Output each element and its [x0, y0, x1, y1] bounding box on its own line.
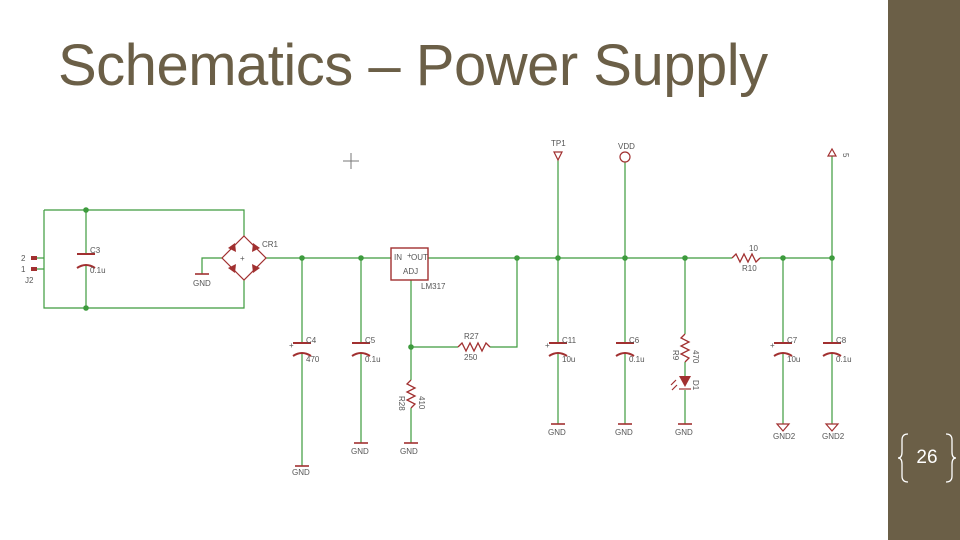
wires: [36, 156, 833, 466]
resistor-r27-value: 250: [464, 353, 478, 362]
capacitor-c4-ref: C4: [306, 336, 317, 345]
svg-text:+: +: [770, 341, 775, 350]
capacitor-c8: C8 0.1u: [822, 336, 852, 364]
svg-text:+: +: [240, 254, 245, 263]
regulator-ref-label: LM317: [421, 282, 446, 291]
resistor-r10-ref: R10: [742, 264, 757, 273]
capacitor-c3-value: 0.1u: [90, 266, 106, 275]
capacitor-c7: + C7 10u: [770, 336, 800, 364]
ground-label: GND: [351, 447, 369, 456]
ground-label: GND: [292, 468, 310, 477]
capacitor-c11-value: 10u: [562, 355, 575, 364]
ground-label: GND: [615, 428, 633, 437]
supply-5v: 5: [826, 147, 850, 158]
page-number-badge: 26: [898, 432, 956, 484]
resistor-r27-ref: R27: [464, 332, 479, 341]
capacitor-c8-ref: C8: [836, 336, 847, 345]
regulator-pin-adj: ADJ: [403, 267, 418, 276]
connector-pin2-label: 2: [21, 254, 26, 263]
capacitor-c5-value: 0.1u: [365, 355, 381, 364]
junction-dots: [83, 207, 835, 350]
capacitor-c4: + C4 470: [289, 336, 320, 364]
ground-label: GND: [193, 279, 211, 288]
ground-c11: GND: [548, 423, 566, 437]
connector-ref-label: J2: [25, 276, 34, 285]
resistor-r28-value: 410: [417, 396, 426, 410]
led-d1: D1: [670, 376, 700, 391]
connector-pin1-label: 1: [21, 265, 26, 274]
ground-c6: GND: [615, 423, 633, 437]
ground2-label: GND2: [822, 432, 845, 441]
ground2-c7: GND2: [773, 423, 796, 441]
resistor-r9-ref: R9: [671, 350, 680, 361]
capacitor-c4-value: 470: [306, 355, 320, 364]
crosshair-icon: [343, 153, 359, 169]
resistor-r28: R28 410: [397, 379, 426, 411]
regulator-pin-in: IN: [394, 253, 402, 262]
slide-title: Schematics – Power Supply: [58, 33, 768, 98]
capacitor-c6-ref: C6: [629, 336, 640, 345]
test-point-tp1: TP1: [551, 139, 566, 162]
capacitor-c6-value: 0.1u: [629, 355, 645, 364]
capacitor-c6: C6 0.1u: [615, 336, 645, 364]
power-supply-schematic: 2 1 J2 C3 0.1u + C4 470 C5 0.1u + C11 10…: [21, 139, 852, 477]
svg-text:+: +: [545, 341, 550, 350]
capacitor-c5-ref: C5: [365, 336, 376, 345]
led-ref-label: D1: [691, 380, 700, 391]
capacitor-c8-value: 0.1u: [836, 355, 852, 364]
capacitor-c11: + C11 10u: [545, 336, 577, 364]
sidebar-band: [888, 0, 960, 540]
resistor-r10-value: 10: [749, 244, 758, 253]
capacitor-c3: C3 0.1u: [76, 246, 106, 275]
bracket-icon: [898, 433, 956, 483]
regulator-lm317: IN OUT ADJ + LM317: [390, 247, 446, 291]
resistor-r28-ref: R28: [397, 396, 406, 411]
capacitor-c7-value: 10u: [787, 355, 800, 364]
supply-5v-label: 5: [841, 153, 850, 158]
ground-c4: GND: [292, 465, 310, 477]
regulator-pin-out: OUT: [411, 253, 428, 262]
ground-bridge: GND: [193, 273, 211, 288]
supply-vdd-label: VDD: [618, 142, 635, 151]
capacitor-c11-ref: C11: [562, 336, 577, 345]
bridge-ref-label: CR1: [262, 240, 279, 249]
ground-d1: GND: [675, 423, 693, 437]
ground2-label: GND2: [773, 432, 796, 441]
resistor-r27: R27 250: [457, 332, 491, 362]
capacitor-c7-ref: C7: [787, 336, 798, 345]
page-number: 26: [916, 447, 938, 468]
svg-text:+: +: [289, 341, 294, 350]
resistor-r9-value: 470: [691, 350, 700, 364]
connector-j2: 2 1 J2: [21, 254, 37, 285]
test-point-label: TP1: [551, 139, 566, 148]
ground-c5: GND: [351, 442, 369, 456]
resistor-r9: R9 470: [671, 333, 700, 364]
ground-label: GND: [675, 428, 693, 437]
svg-text:+: +: [407, 251, 412, 260]
capacitor-c3-ref: C3: [90, 246, 101, 255]
ground-r28: GND: [400, 442, 418, 456]
supply-vdd: VDD: [618, 142, 635, 163]
ground-label: GND: [548, 428, 566, 437]
ground-label: GND: [400, 447, 418, 456]
bridge-rectifier-cr1: + CR1: [221, 235, 279, 281]
resistor-r10: 10 R10: [731, 244, 761, 273]
ground2-c8: GND2: [822, 423, 845, 441]
capacitor-c5: C5 0.1u: [351, 336, 381, 364]
